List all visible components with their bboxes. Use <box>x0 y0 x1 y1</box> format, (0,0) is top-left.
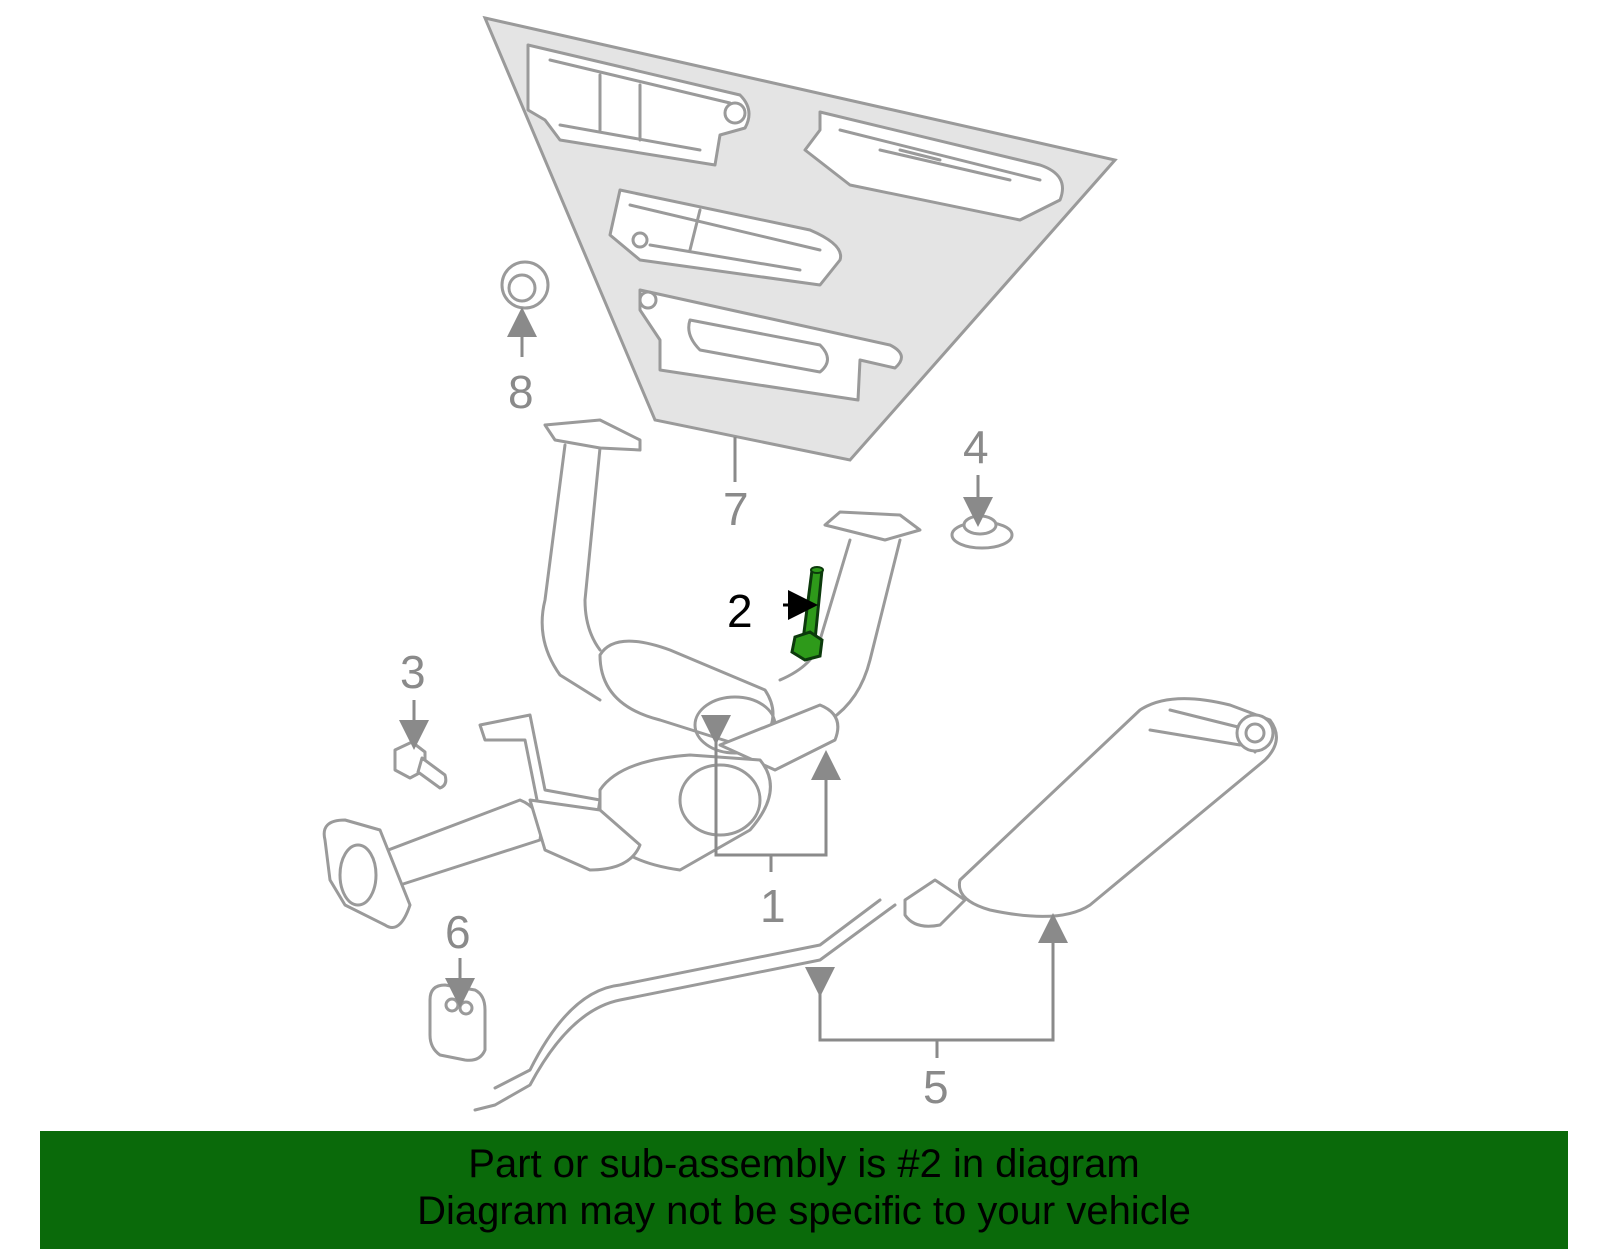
heat-shield-set <box>482 15 1118 462</box>
heat-shield-3 <box>608 188 843 287</box>
exhaust-grommet <box>950 514 1014 550</box>
banner-line-part: Part or sub-assembly is #2 in diagram <box>468 1142 1140 1186</box>
hex-bolt <box>393 740 448 790</box>
heat-shield-1 <box>526 43 751 167</box>
callout-2: 2 <box>727 585 753 637</box>
callout-4: 4 <box>963 421 989 473</box>
callout-3: 3 <box>400 646 426 698</box>
exhaust-parts-diagram: 8 7 4 2 3 1 6 5 <box>322 15 1278 1113</box>
callout-8: 8 <box>508 366 534 418</box>
highlighted-stud-bolt <box>790 566 824 662</box>
flange-nut <box>500 260 550 310</box>
muffler-tailpipe-assembly <box>473 697 1278 1112</box>
callout-5: 5 <box>923 1061 949 1113</box>
info-banner: Part or sub-assembly is #2 in diagram Di… <box>40 1131 1568 1249</box>
leader-5 <box>805 913 1068 1042</box>
heat-shield-2 <box>803 110 1064 222</box>
callout-1: 1 <box>760 880 786 932</box>
callout-6: 6 <box>445 906 471 958</box>
exhaust-hanger <box>428 983 487 1062</box>
heat-shield-4 <box>638 288 903 402</box>
banner-line-disclaimer: Diagram may not be specific to your vehi… <box>417 1189 1191 1233</box>
callout-7: 7 <box>723 483 749 535</box>
